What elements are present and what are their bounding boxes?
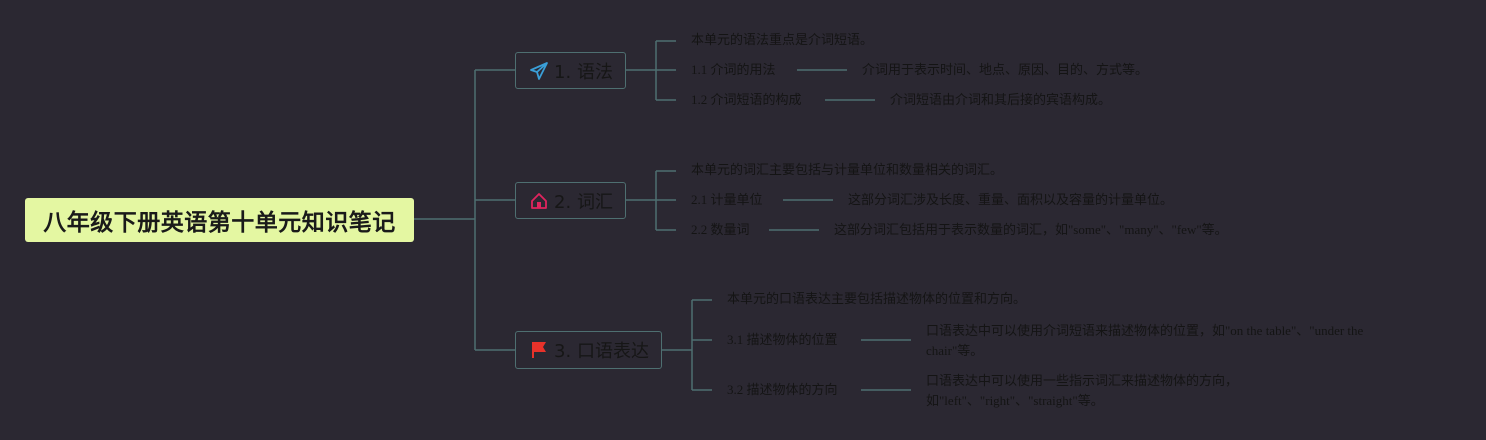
grammar-item-1-detail: 介词用于表示时间、地点、原因、目的、方式等。 [862,62,1149,77]
oral-item-1-label: 3.1 描述物体的位置 [727,332,838,347]
root-title: 八年级下册英语第十单元知识笔记 [43,210,396,236]
vocabulary-summary: 本单元的词汇主要包括与计量单位和数量相关的词汇。 [691,163,1004,178]
oral-summary: 本单元的口语表达主要包括描述物体的位置和方向。 [727,292,1027,307]
paper-plane-icon [528,60,550,82]
branch-grammar[interactable]: 1. 语法 [515,52,626,89]
oral-item-2-label: 3.2 描述物体的方向 [727,382,838,397]
grammar-item-1-label: 1.1 介词的用法 [691,62,776,77]
branch-label: 2. 词汇 [554,191,613,213]
vocabulary-item-2-label: 2.2 数量词 [691,222,750,237]
branch-label: 1. 语法 [554,61,613,83]
branch-label: 3. 口语表达 [554,341,649,362]
house-icon [528,190,550,212]
vocabulary-item-1-label: 2.1 计量单位 [691,192,763,207]
flag-icon [528,339,550,361]
oral-item-1-detail: 口语表达中可以使用介词短语来描述物体的位置，如"on the table"、"u… [926,323,1364,358]
grammar-summary: 本单元的语法重点是介词短语。 [691,33,874,48]
oral-item-2-detail: 口语表达中可以使用一些指示词汇来描述物体的方向，如"left"、"right"、… [926,373,1239,408]
grammar-item-2-label: 1.2 介词短语的构成 [691,92,802,107]
branch-vocabulary[interactable]: 2. 词汇 [515,182,626,219]
root-node[interactable]: 八年级下册英语第十单元知识笔记 [25,198,414,242]
grammar-item-2-detail: 介词短语由介词和其后接的宾语构成。 [890,92,1112,107]
vocabulary-item-2-detail: 这部分词汇包括用于表示数量的词汇，如"some"、"many"、"few"等。 [834,222,1228,237]
vocabulary-item-1-detail: 这部分词汇涉及长度、重量、面积以及容量的计量单位。 [848,192,1174,207]
branch-oral-expression[interactable]: 3. 口语表达 [515,331,662,369]
